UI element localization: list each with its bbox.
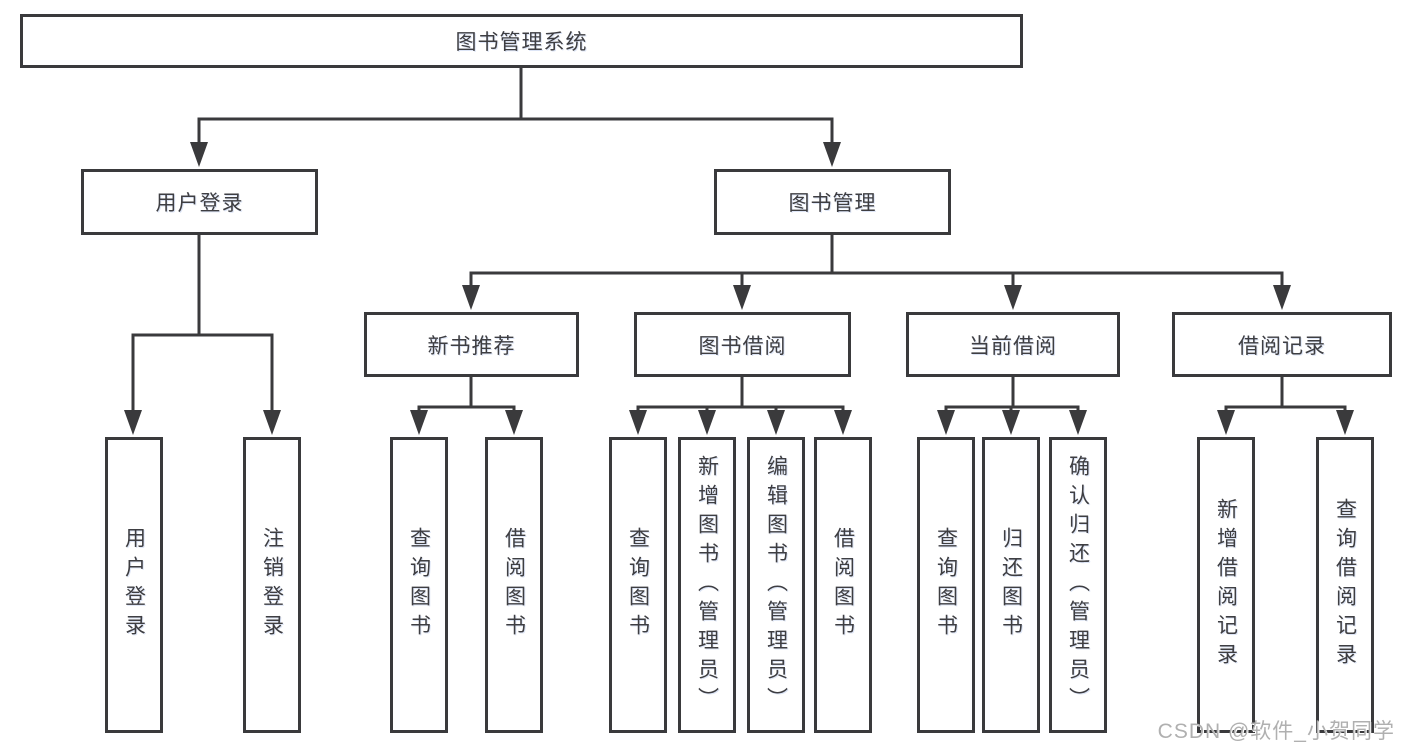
arrow-down-icon [937, 410, 955, 435]
arrow-down-icon [263, 410, 281, 435]
arrow-down-icon [733, 285, 751, 310]
arrow-down-icon [823, 142, 841, 167]
leaf-query-borrow-record: 查询借阅记录 [1316, 437, 1374, 733]
arrow-down-icon [1069, 410, 1087, 435]
leaf-borrow-books-recommend: 借阅图书 [485, 437, 543, 733]
arrow-down-icon [698, 410, 716, 435]
arrow-down-icon [1004, 285, 1022, 310]
arrow-down-icon [629, 410, 647, 435]
watermark: CSDN @软件_小贺同学 [1157, 720, 1395, 743]
arrow-down-icon [1217, 410, 1235, 435]
connector-book-borrow-branch [629, 377, 852, 435]
arrow-down-icon [834, 410, 852, 435]
leaf-add-borrow-record: 新增借阅记录 [1197, 437, 1255, 733]
arrow-down-icon [462, 285, 480, 310]
node-new-book-recommend: 新书推荐 [364, 312, 579, 377]
leaf-edit-books-admin: 编辑图书（管理员） [747, 437, 805, 733]
arrow-down-icon [1336, 410, 1354, 435]
connector-user-login-branch [124, 235, 281, 435]
arrow-down-icon [190, 142, 208, 167]
node-borrow-records: 借阅记录 [1172, 312, 1392, 377]
node-user-login: 用户登录 [81, 169, 318, 235]
arrow-down-icon [124, 410, 142, 435]
leaf-query-books-borrow: 查询图书 [609, 437, 667, 733]
arrow-down-icon [505, 410, 523, 435]
node-book-borrow: 图书借阅 [634, 312, 851, 377]
leaf-confirm-return-admin: 确认归还（管理员） [1049, 437, 1107, 733]
connector-book-mgmt-to-level3 [462, 235, 1291, 310]
arrow-down-icon [767, 410, 785, 435]
leaf-logout: 注销登录 [243, 437, 301, 733]
connector-borrow-records-branch [1217, 377, 1354, 435]
leaf-query-books-current: 查询图书 [917, 437, 975, 733]
arrow-down-icon [1273, 285, 1291, 310]
leaf-query-books-recommend: 查询图书 [390, 437, 448, 733]
connector-current-borrow-branch [937, 377, 1087, 435]
connector-root-to-level2 [190, 68, 841, 167]
connector-new-book-recommend-branch [410, 377, 523, 435]
leaf-user-login: 用户登录 [105, 437, 163, 733]
node-root-library-system: 图书管理系统 [20, 14, 1023, 68]
node-book-management: 图书管理 [714, 169, 951, 235]
leaf-return-books: 归还图书 [982, 437, 1040, 733]
node-current-borrow: 当前借阅 [906, 312, 1120, 377]
arrow-down-icon [1002, 410, 1020, 435]
leaf-add-books-admin: 新增图书（管理员） [678, 437, 736, 733]
leaf-borrow-books: 借阅图书 [814, 437, 872, 733]
arrow-down-icon [410, 410, 428, 435]
